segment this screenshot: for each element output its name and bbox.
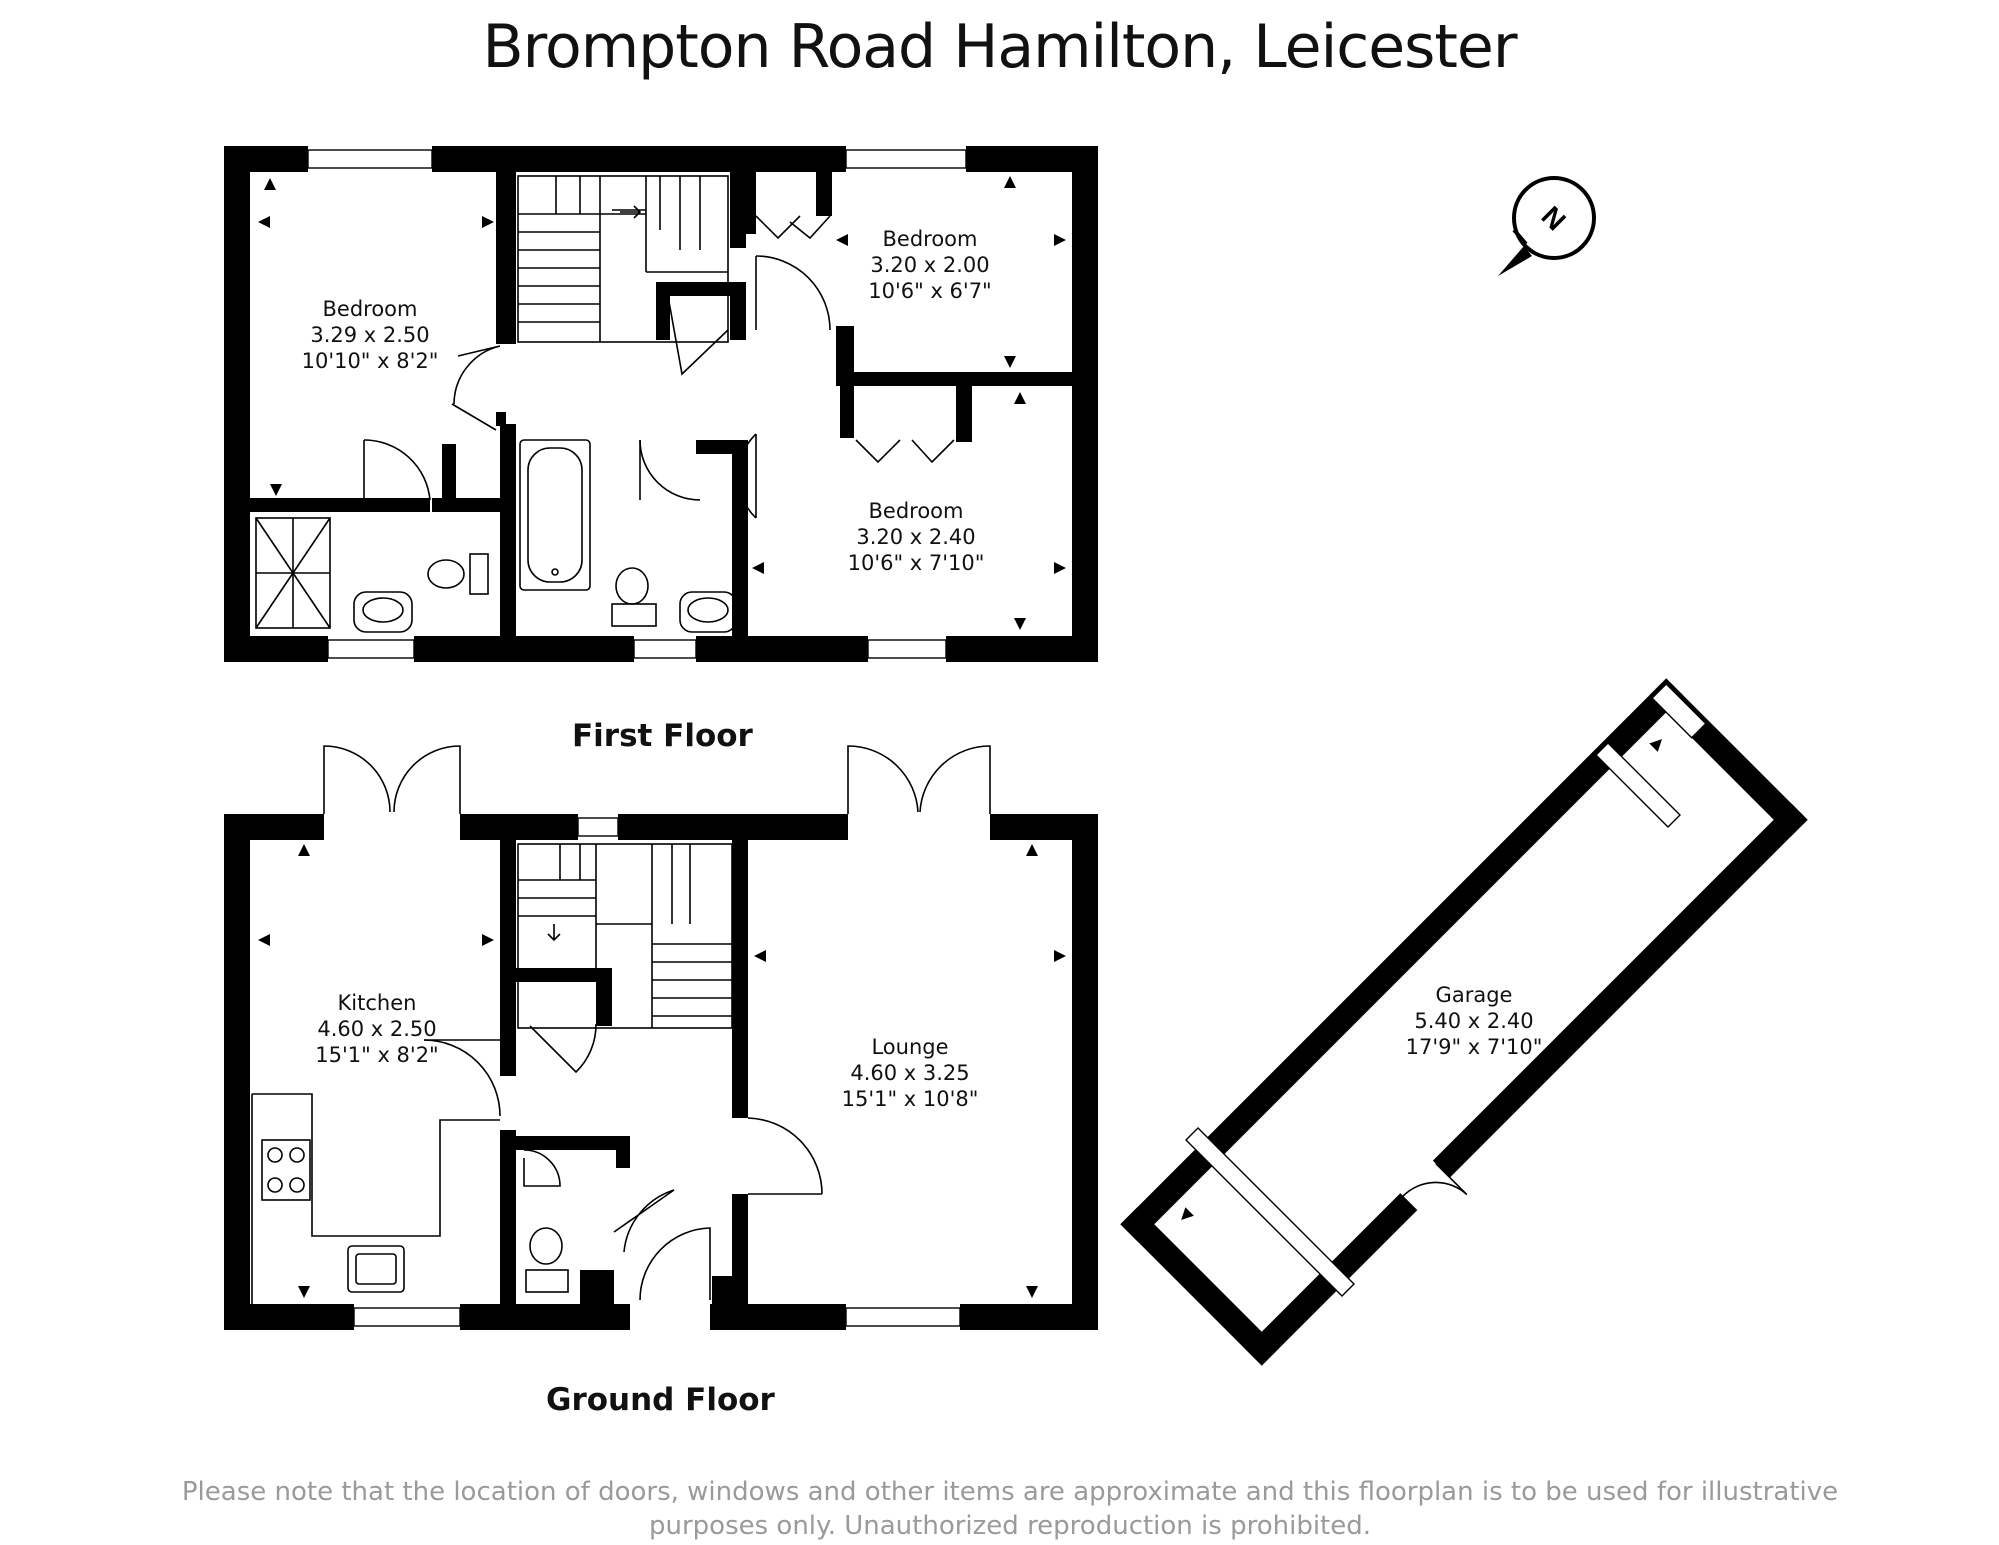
first-floor-plan	[224, 146, 1098, 662]
room-name: Bedroom	[868, 499, 964, 523]
room-imperial: 15'1" x 8'2"	[315, 1043, 439, 1067]
room-name: Bedroom	[882, 227, 978, 251]
room-metric: 3.29 x 2.50	[310, 323, 430, 347]
garage-plan	[1120, 678, 1808, 1366]
room-metric: 3.20 x 2.40	[856, 525, 976, 549]
room-metric: 3.20 x 2.00	[870, 253, 990, 277]
room-label-garage: Garage 5.40 x 2.40 17'9" x 7'10"	[1384, 982, 1564, 1060]
room-imperial: 10'6" x 6'7"	[868, 279, 992, 303]
room-label-bedroom-bottom-right: Bedroom 3.20 x 2.40 10'6" x 7'10"	[826, 498, 1006, 576]
disclaimer-line-2: purposes only. Unauthorized reproduction…	[648, 1511, 1372, 1541]
room-imperial: 17'9" x 7'10"	[1405, 1035, 1543, 1059]
disclaimer: Please note that the location of doors, …	[150, 1475, 1870, 1543]
disclaimer-line-1: Please note that the location of doors, …	[181, 1477, 1839, 1507]
room-label-lounge: Lounge 4.60 x 3.25 15'1" x 10'8"	[820, 1034, 1000, 1112]
room-metric: 4.60 x 2.50	[317, 1017, 437, 1041]
room-imperial: 10'10" x 8'2"	[301, 349, 439, 373]
ground-floor-label: Ground Floor	[546, 1382, 775, 1418]
compass-letter: N	[1536, 200, 1572, 236]
room-label-kitchen: Kitchen 4.60 x 2.50 15'1" x 8'2"	[287, 990, 467, 1068]
room-name: Kitchen	[337, 991, 417, 1015]
room-label-bedroom-left: Bedroom 3.29 x 2.50 10'10" x 8'2"	[280, 296, 460, 374]
room-metric: 5.40 x 2.40	[1414, 1009, 1534, 1033]
room-name: Garage	[1435, 983, 1513, 1007]
garage-up-and-over-door	[1185, 742, 1681, 1297]
first-floor-label: First Floor	[572, 718, 753, 754]
room-imperial: 10'6" x 7'10"	[847, 551, 985, 575]
room-label-bedroom-top-right: Bedroom 3.20 x 2.00 10'6" x 6'7"	[840, 226, 1020, 304]
room-imperial: 15'1" x 10'8"	[841, 1087, 979, 1111]
room-name: Lounge	[871, 1035, 949, 1059]
page-title: Brompton Road Hamilton, Leicester	[482, 12, 1517, 82]
north-arrow-icon: N	[1498, 176, 1596, 276]
room-name: Bedroom	[322, 297, 418, 321]
ground-floor-plan	[224, 745, 1098, 1330]
room-metric: 4.60 x 3.25	[850, 1061, 970, 1085]
